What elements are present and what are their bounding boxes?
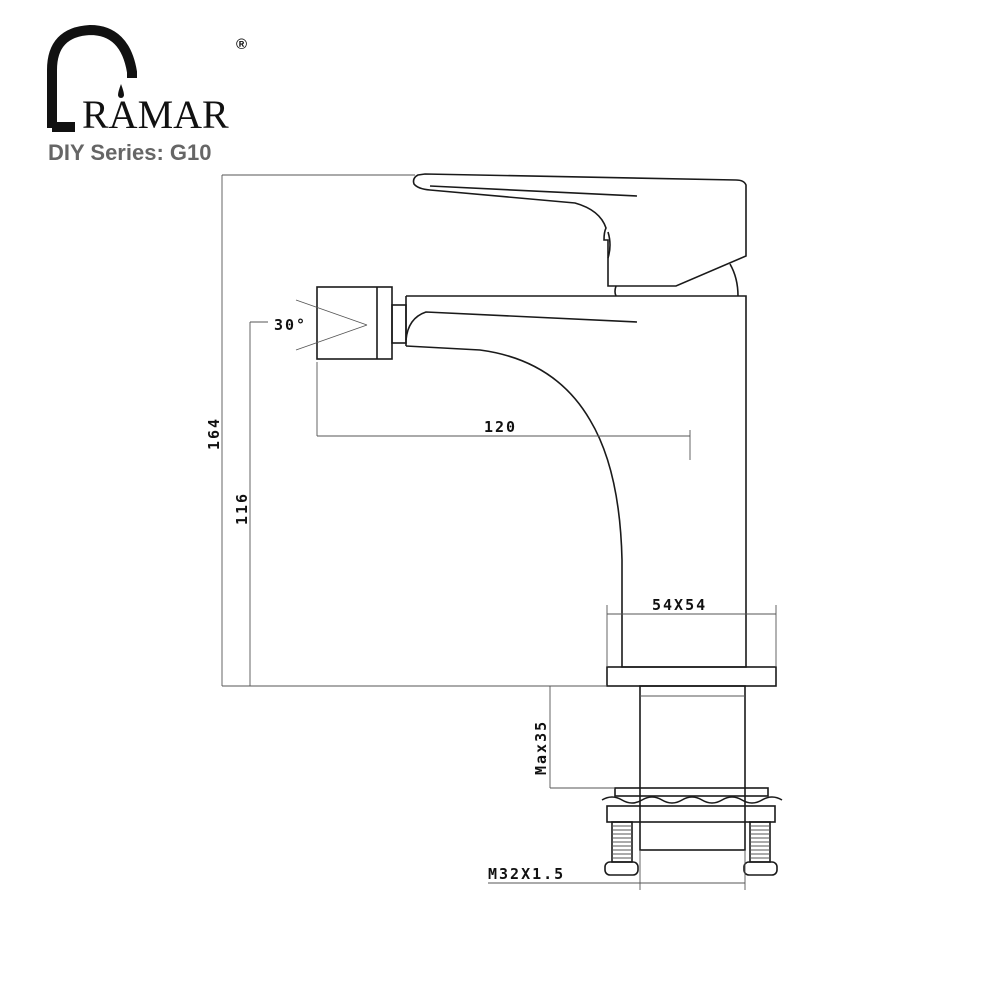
- dim-spout-height: 116: [233, 492, 251, 525]
- base-plate: [606, 666, 777, 687]
- faucet-body: [295, 286, 777, 687]
- lever-handle: [412, 173, 747, 297]
- dim-spout-reach: 120: [484, 418, 517, 436]
- registered-mark: ®: [236, 36, 247, 53]
- logo-drop: [118, 84, 124, 98]
- dim-body-section: 54X54: [652, 596, 707, 614]
- mounting-kit: [601, 685, 783, 876]
- dimension-lines: [221, 174, 777, 890]
- dim-total-height: 164: [205, 417, 223, 450]
- dim-spray-angle: 30°: [274, 316, 307, 334]
- dim-max-deck: Max35: [532, 720, 550, 775]
- dim-thread: M32X1.5: [488, 865, 565, 883]
- logo-brand: RAMAR: [82, 92, 229, 137]
- logo-faucet-mark: [47, 24, 137, 128]
- series-label: DIY Series: G10: [48, 140, 211, 165]
- logo: RAMAR ® DIY Series: G10: [47, 24, 247, 165]
- aerator: [316, 286, 393, 360]
